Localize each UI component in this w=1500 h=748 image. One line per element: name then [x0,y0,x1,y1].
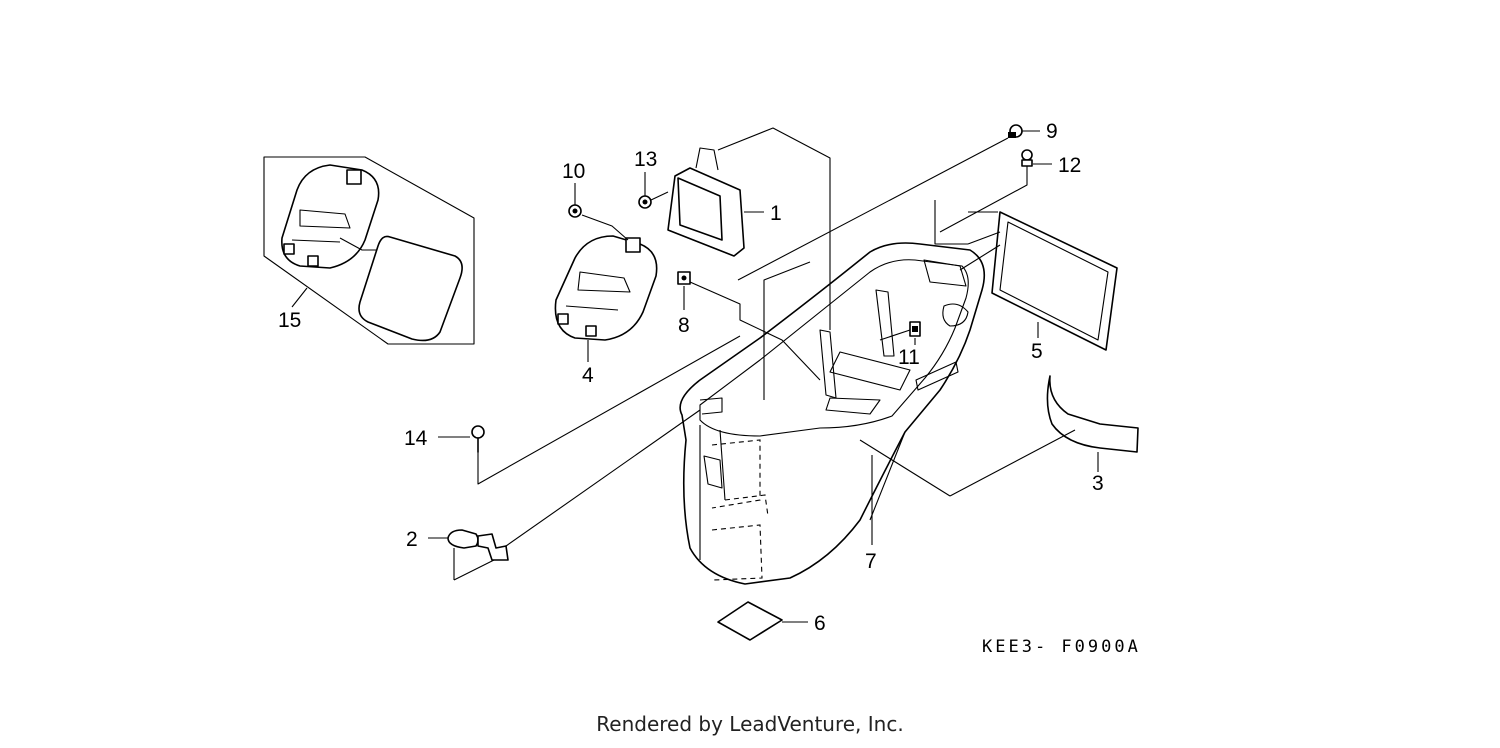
callout-2: 2 [406,528,418,551]
part-5-panel [991,211,1118,351]
part-4-cover [554,235,658,341]
callout-4: 4 [582,364,594,387]
leader-lines [291,127,1099,623]
part-8-nut [677,271,691,285]
part-10-nut [568,204,582,218]
callout-11: 11 [898,346,920,369]
callout-12: 12 [1058,154,1081,177]
callout-15: 15 [278,309,301,332]
callout-3: 3 [1092,472,1104,495]
drawing-code: KEE3- F0900A [982,637,1141,657]
part-15-lid-assembly [263,156,475,345]
part-14-bolt [471,425,485,453]
part-3-trim [1046,375,1139,453]
fasteners [471,124,1033,453]
callout-14: 14 [404,427,428,450]
callouts: 1 2 3 4 5 6 7 8 9 10 11 12 13 14 15 [278,120,1104,635]
part-9-clip [1008,124,1023,138]
callout-9: 9 [1046,120,1058,143]
callout-6: 6 [814,612,826,635]
credit-text: Rendered by LeadVenture, Inc. [596,712,904,736]
callout-10: 10 [562,160,585,183]
callout-5: 5 [1031,340,1043,363]
part-13-screw [638,195,652,209]
callout-8: 8 [678,314,690,337]
callout-13: 13 [634,148,657,171]
part-2-bracket [447,529,509,561]
callout-7: 7 [865,550,877,573]
part-7-luggage-box [679,242,986,585]
part-12-bolt [1021,149,1033,167]
part-6-pad [717,601,783,641]
callout-1: 1 [770,202,782,225]
part-11-clip [909,321,921,337]
part-1-box [667,147,745,257]
